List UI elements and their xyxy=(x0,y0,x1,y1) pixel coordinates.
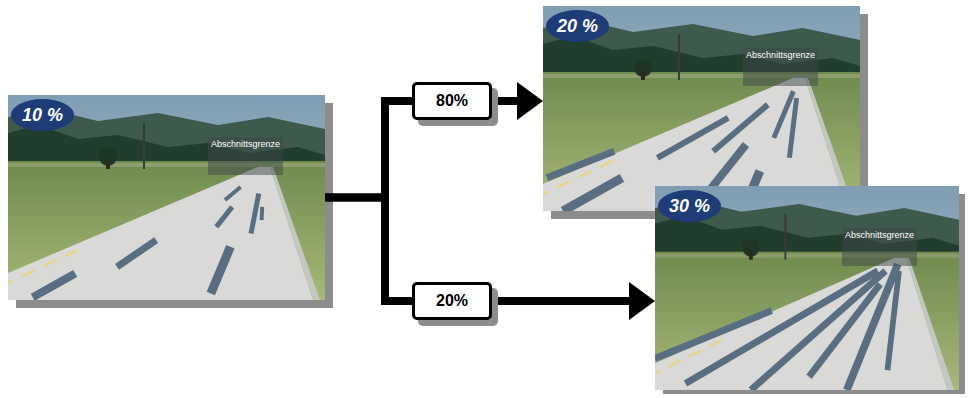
flow-connector xyxy=(325,101,412,198)
section-label: Abschnittsgrenze xyxy=(208,137,283,175)
connector-line xyxy=(492,97,519,105)
percent-badge: 20 % xyxy=(546,10,609,42)
road-photo: 10 % Abschnittsgrenze xyxy=(8,95,325,300)
road-photo: 30 % Abschnittsgrenze xyxy=(655,186,959,390)
connector-line xyxy=(492,297,631,305)
flow-connector xyxy=(325,198,412,302)
section-label: Abschnittsgrenze xyxy=(743,48,818,86)
flow-connector xyxy=(492,282,655,320)
share-label: 80% xyxy=(436,92,468,110)
share-box: 20% xyxy=(412,282,492,320)
connector-line xyxy=(325,101,412,198)
flow-connector xyxy=(492,82,543,120)
road-photo: 20 % Abschnittsgrenze xyxy=(543,6,860,211)
percent-badge: 30 % xyxy=(658,190,721,222)
share-box: 80% xyxy=(412,82,492,120)
percent-badge: 10 % xyxy=(11,99,74,131)
section-label: Abschnittsgrenze xyxy=(842,228,917,266)
share-label: 20% xyxy=(436,292,468,310)
connector-line xyxy=(325,198,412,302)
arrow-head xyxy=(517,82,543,120)
arrow-head xyxy=(629,282,655,320)
